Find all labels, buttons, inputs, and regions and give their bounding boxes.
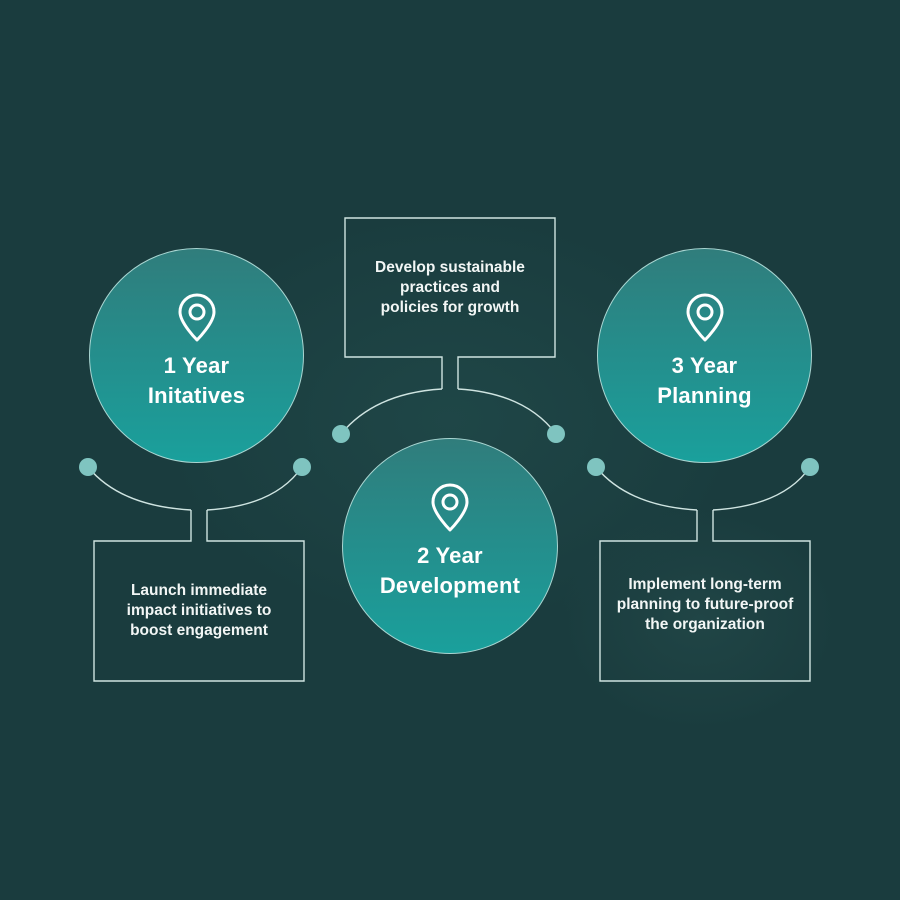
stage-description-1: Launch immediate impact initiatives to b… — [94, 573, 304, 649]
description-box-outline-3 — [599, 510, 811, 682]
description-line: practices and — [400, 279, 500, 296]
arc-right-3 — [712, 466, 811, 511]
stage-title-line2: Development — [379, 573, 521, 598]
map-pin-icon — [431, 483, 469, 532]
arc-left-2 — [340, 388, 443, 435]
description-box-outline-1 — [93, 510, 305, 682]
stage-description-2: Develop sustainable practices and polici… — [345, 250, 555, 326]
node-dot — [801, 458, 819, 476]
stage-description-3: Implement long-term planning to future-p… — [600, 567, 810, 643]
node-dot — [79, 458, 97, 476]
arc-left-1 — [87, 466, 192, 511]
description-line: the organization — [645, 616, 765, 633]
stage-title-line1: 1 Year — [163, 352, 230, 378]
stage-title-line1: 3 Year — [671, 352, 738, 378]
stage-title-line1: 2 Year — [417, 543, 483, 568]
description-line: Launch immediate — [130, 582, 268, 599]
stage-circle-1: 1 Year Initatives — [89, 248, 304, 463]
description-line: policies for growth — [380, 299, 520, 316]
description-line: boost engagement — [130, 622, 268, 639]
stage-circle-3: 3 Year Planning — [597, 248, 812, 463]
map-pin-icon — [178, 293, 215, 341]
description-line: impact initiatives to — [126, 602, 272, 619]
node-dot — [293, 458, 311, 476]
arc-right-1 — [206, 466, 303, 511]
description-box-outline-2 — [344, 217, 556, 389]
node-dot — [332, 425, 350, 443]
stage-title-line2: Planning — [657, 382, 752, 408]
stage-circle-2: 2 Year Development — [342, 438, 558, 654]
arc-left-3 — [595, 466, 698, 511]
map-pin-icon — [686, 293, 723, 341]
description-line: Develop sustainable — [375, 259, 525, 276]
arc-right-2 — [457, 388, 557, 435]
node-dot — [547, 425, 565, 443]
stage-title-line2: Initatives — [147, 382, 246, 408]
description-line: planning to future-proof — [616, 596, 794, 613]
description-line: Implement long-term — [628, 576, 782, 593]
node-dot — [587, 458, 605, 476]
